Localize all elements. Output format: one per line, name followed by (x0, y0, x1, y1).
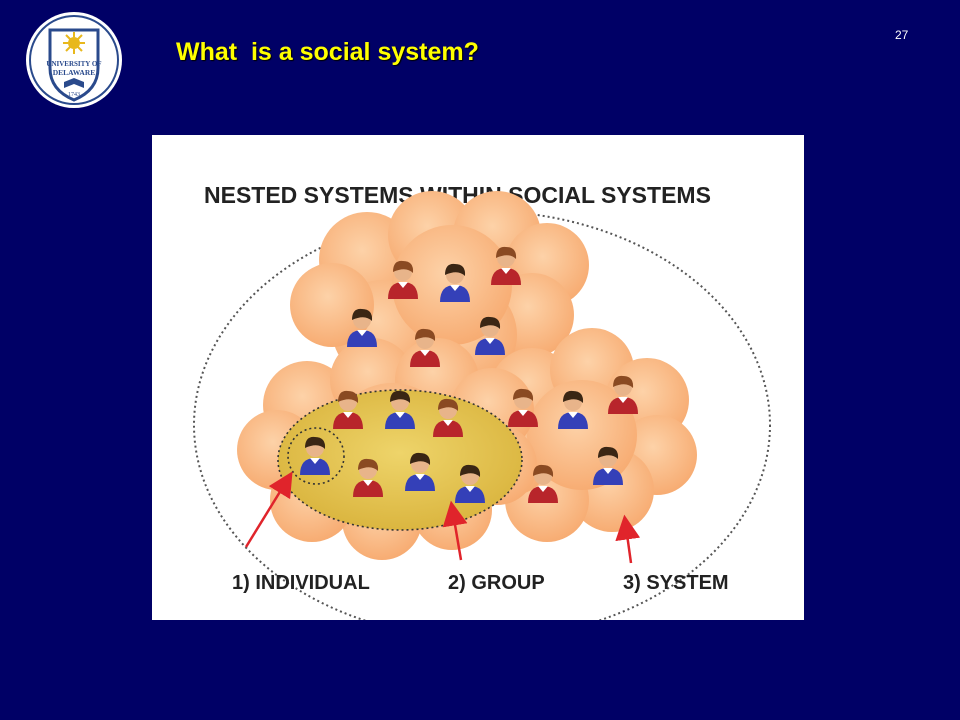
person-icon (385, 390, 415, 429)
label-group: 2) GROUP (448, 572, 545, 594)
logo-line-3: 1743 (68, 92, 80, 98)
person-icon (528, 464, 558, 503)
people (300, 246, 638, 503)
person-icon (353, 458, 383, 497)
slide-title: What is a social system? (176, 38, 479, 66)
individual-arrow (244, 471, 293, 548)
label-system: 3) SYSTEM (623, 572, 729, 594)
label-individual: 1) INDIVIDUAL (232, 572, 370, 594)
person-icon (333, 390, 363, 429)
person-icon (508, 388, 538, 427)
nested-systems-diagram: NESTED SYSTEMS WITHIN SOCIAL SYSTEMS (193, 182, 771, 620)
person-icon (388, 260, 418, 299)
system-arrow (615, 514, 641, 564)
person-icon (608, 375, 638, 414)
person-icon (455, 464, 485, 503)
nested-systems-figure: NESTED SYSTEMS WITHIN SOCIAL SYSTEMS (152, 135, 804, 620)
person-icon (440, 263, 470, 302)
system-boundary (193, 210, 771, 620)
individual-boundary (287, 427, 345, 485)
person-icon (410, 328, 440, 367)
slide-number: 27 (895, 28, 909, 42)
group-arrow (442, 500, 468, 561)
university-logo: UNIVERSITY OF DELAWARE 1743 (24, 10, 124, 110)
logo-line-2: DELAWARE (53, 68, 96, 77)
logo-line-1: UNIVERSITY OF (46, 60, 101, 68)
university-seal-icon: UNIVERSITY OF DELAWARE 1743 (26, 12, 122, 108)
person-icon (593, 446, 623, 485)
person-icon (405, 452, 435, 491)
person-icon (558, 390, 588, 429)
person-icon (300, 436, 330, 475)
person-icon (491, 246, 521, 285)
person-icon (475, 316, 505, 355)
person-icon (347, 308, 377, 347)
person-icon (433, 398, 463, 437)
